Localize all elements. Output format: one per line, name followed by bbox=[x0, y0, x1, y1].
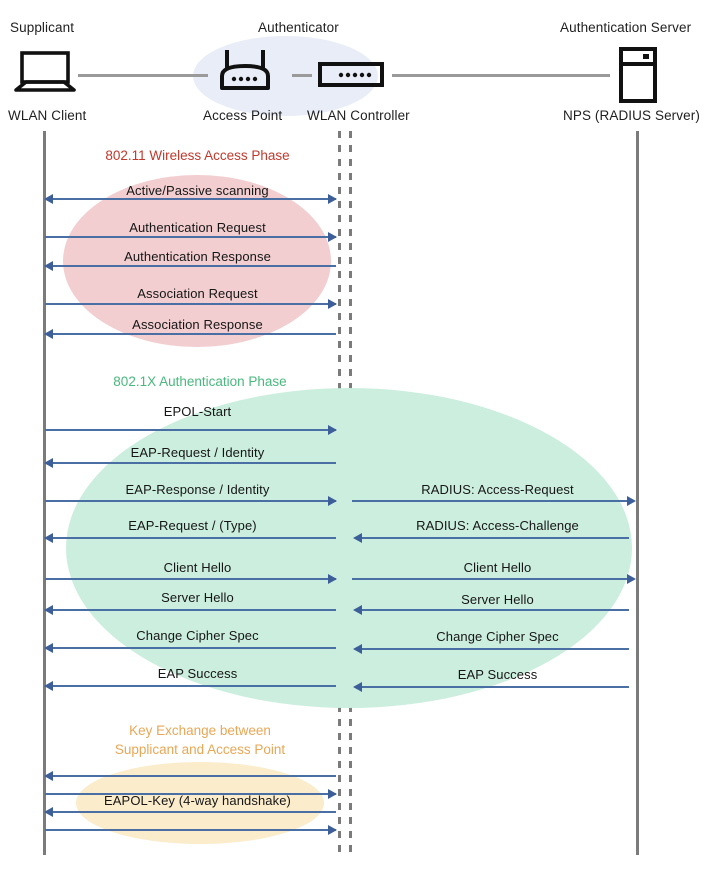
actor-label-nps-radius-server: NPS (RADIUS Server) bbox=[563, 108, 700, 123]
message-label: EAP-Response / Identity bbox=[125, 482, 270, 497]
arrow-line bbox=[352, 500, 629, 502]
arrow-head-left bbox=[44, 194, 53, 204]
access-point-icon bbox=[214, 48, 276, 99]
arrow-line bbox=[52, 647, 336, 649]
arrow-line bbox=[52, 609, 336, 611]
message-label: EPOL-Start bbox=[163, 404, 232, 419]
message-label: Change Cipher Spec bbox=[436, 629, 559, 644]
arrow-head-left bbox=[353, 682, 362, 692]
arrow-line bbox=[352, 578, 629, 580]
actor-label-wlan-client: WLAN Client bbox=[8, 108, 87, 123]
arrow-line bbox=[45, 578, 336, 580]
arrow-head-right bbox=[328, 825, 337, 835]
arrow-head-right bbox=[328, 194, 337, 204]
message-label: Association Response bbox=[132, 317, 263, 332]
link-client-to-ap bbox=[78, 74, 208, 77]
message-label: EAP Success bbox=[157, 666, 238, 681]
message-label: Client Hello bbox=[463, 560, 532, 575]
phase-title-key-exchange: Key Exchange between Supplicant and Acce… bbox=[60, 721, 340, 759]
message-label: EAP Success bbox=[457, 667, 538, 682]
arrow-head-left bbox=[44, 261, 53, 271]
phase-title-802-11: 802.11 Wireless Access Phase bbox=[105, 148, 290, 163]
arrow-head-right bbox=[328, 496, 337, 506]
arrow-head-right bbox=[328, 232, 337, 242]
arrow-line bbox=[45, 429, 336, 431]
arrow-head-left bbox=[44, 605, 53, 615]
actor-label-access-point: Access Point bbox=[203, 108, 283, 123]
message-label: Active/Passive scanning bbox=[126, 183, 269, 198]
arrow-head-left bbox=[44, 771, 53, 781]
arrow-line bbox=[361, 537, 629, 539]
message-label: EAP-Request / Identity bbox=[130, 445, 265, 460]
arrow-line bbox=[45, 236, 336, 238]
arrow-line bbox=[52, 685, 336, 687]
arrow-line bbox=[45, 303, 336, 305]
message-label: Authentication Response bbox=[124, 249, 271, 264]
arrow-head-right bbox=[328, 574, 337, 584]
server-icon bbox=[618, 47, 658, 108]
message-label: Server Hello bbox=[461, 592, 534, 607]
phase-title-802-1x: 802.1X Authentication Phase bbox=[113, 374, 287, 389]
arrow-head-left bbox=[44, 533, 53, 543]
arrow-line bbox=[52, 265, 336, 267]
arrow-head-left bbox=[353, 644, 362, 654]
message-label: RADIUS: Access-Request bbox=[421, 482, 574, 497]
arrow-head-left bbox=[353, 605, 362, 615]
arrow-line bbox=[361, 648, 629, 650]
lifeline-auth-server bbox=[636, 131, 639, 855]
phase-title-line-1: Key Exchange between bbox=[129, 723, 271, 738]
actor-label-wlan-controller: WLAN Controller bbox=[307, 108, 410, 123]
link-ap-to-controller bbox=[292, 74, 312, 77]
lifeline-supplicant bbox=[43, 131, 46, 855]
arrow-head-right bbox=[328, 299, 337, 309]
arrow-line bbox=[52, 462, 336, 464]
message-label: Authentication Request bbox=[129, 220, 266, 235]
arrow-head-right bbox=[627, 496, 636, 506]
arrow-line bbox=[361, 609, 629, 611]
arrow-head-left bbox=[44, 643, 53, 653]
arrow-head-left bbox=[353, 533, 362, 543]
message-label: Change Cipher Spec bbox=[136, 628, 259, 643]
arrow-line bbox=[52, 775, 336, 777]
message-label: EAP-Request / (Type) bbox=[128, 518, 257, 533]
actor-role-auth-server: Authentication Server bbox=[560, 20, 692, 35]
message-label: Server Hello bbox=[161, 590, 234, 605]
arrow-line bbox=[52, 198, 336, 200]
arrow-head-left bbox=[44, 329, 53, 339]
phase-title-line-2: Supplicant and Access Point bbox=[114, 742, 286, 757]
arrow-head-left bbox=[44, 458, 53, 468]
arrow-line bbox=[52, 811, 336, 813]
switch-icon bbox=[318, 62, 384, 93]
arrow-head-left bbox=[44, 681, 53, 691]
arrow-head-right bbox=[328, 789, 337, 799]
link-controller-to-server bbox=[392, 74, 610, 77]
message-label: RADIUS: Access-Challenge bbox=[416, 518, 579, 533]
phase-highlight-802-11 bbox=[63, 175, 331, 347]
message-label: EAPOL-Key (4-way handshake) bbox=[104, 793, 291, 808]
arrow-line bbox=[45, 793, 336, 795]
arrow-head-right bbox=[627, 574, 636, 584]
arrow-line bbox=[361, 686, 629, 688]
arrow-line bbox=[45, 500, 336, 502]
phase-highlight-802-1x bbox=[66, 388, 632, 708]
message-label: Association Request bbox=[137, 286, 258, 301]
arrow-line bbox=[52, 333, 336, 335]
actor-role-authenticator: Authenticator bbox=[258, 20, 339, 35]
message-label: Client Hello bbox=[163, 560, 232, 575]
arrow-line bbox=[52, 537, 336, 539]
arrow-head-right bbox=[328, 425, 337, 435]
actor-role-supplicant: Supplicant bbox=[10, 20, 75, 35]
arrow-head-left bbox=[44, 807, 53, 817]
laptop-icon bbox=[14, 50, 76, 99]
arrow-line bbox=[45, 829, 336, 831]
